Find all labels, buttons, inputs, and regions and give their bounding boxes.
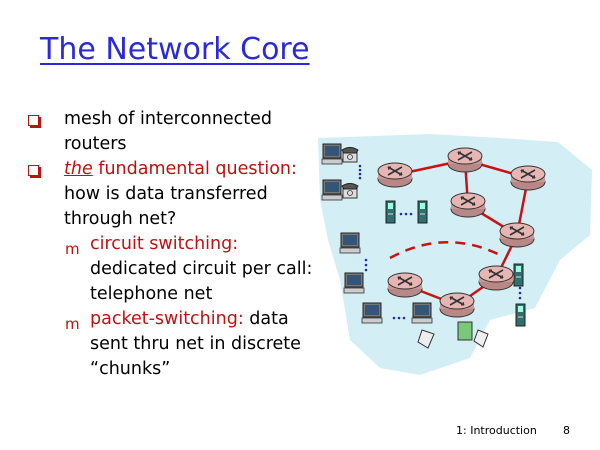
- sub-bullet-text: data sent thru net in discrete “chunks”: [90, 309, 301, 379]
- router-icon: [499, 222, 535, 248]
- server-icon: [457, 321, 473, 341]
- slide-title: The Network Core: [40, 32, 310, 67]
- router-icon: [510, 165, 546, 191]
- footer-label: 1: Introduction: [456, 424, 537, 437]
- sub-bullet-icon: m: [65, 315, 80, 333]
- bullet-text: how is data transferred through net?: [64, 184, 268, 229]
- ellipsis-dots: [399, 212, 413, 216]
- computer-icon: [343, 272, 365, 294]
- ellipsis-dots: [358, 164, 362, 180]
- sub-bullet-term: packet-switching:: [90, 309, 244, 329]
- bullet-lead: fundamental question:: [92, 159, 297, 179]
- ellipsis-dots: [364, 258, 368, 272]
- server-icon: [513, 263, 524, 287]
- server-icon: [417, 200, 428, 224]
- computer-icon: [361, 302, 383, 324]
- sub-bullet-item: m circuit switching: dedicated circuit p…: [28, 232, 318, 307]
- laptop-icon: [417, 329, 489, 349]
- telephone-icon: [341, 147, 359, 163]
- ellipsis-dots: [518, 286, 522, 300]
- bullet-item: mesh of interconnected routers: [28, 107, 318, 157]
- router-icon: [447, 147, 483, 173]
- router-icon: [377, 162, 413, 188]
- bullet-box-icon: [28, 165, 39, 176]
- network-cloud: [318, 134, 592, 375]
- bullet-box-icon: [28, 115, 39, 126]
- computer-icon: [339, 232, 361, 254]
- router-icon: [387, 272, 423, 298]
- bullet-emphasis: the: [64, 159, 93, 179]
- page-number: 8: [563, 424, 570, 437]
- router-icon: [450, 192, 486, 218]
- router-icon: [439, 292, 475, 318]
- computer-icon: [321, 143, 343, 165]
- telephone-icon: [341, 183, 359, 199]
- server-icon: [385, 200, 396, 224]
- router-icon: [478, 265, 514, 291]
- bullet-text: mesh of interconnected routers: [64, 109, 273, 154]
- computer-icon: [321, 179, 343, 201]
- sub-bullet-text: dedicated circuit per call: telephone ne…: [90, 259, 313, 304]
- ellipsis-dots: [392, 316, 406, 320]
- server-icon: [515, 303, 526, 327]
- network-diagram: [318, 134, 592, 375]
- bullet-item: the fundamental question: how is data tr…: [28, 157, 318, 232]
- sub-bullet-term: circuit switching:: [90, 234, 239, 254]
- computer-icon: [411, 302, 433, 324]
- bullet-list: mesh of interconnected routers the funda…: [28, 107, 318, 382]
- sub-bullet-item: m packet-switching: data sent thru net i…: [28, 307, 318, 382]
- sub-bullet-icon: m: [65, 240, 80, 258]
